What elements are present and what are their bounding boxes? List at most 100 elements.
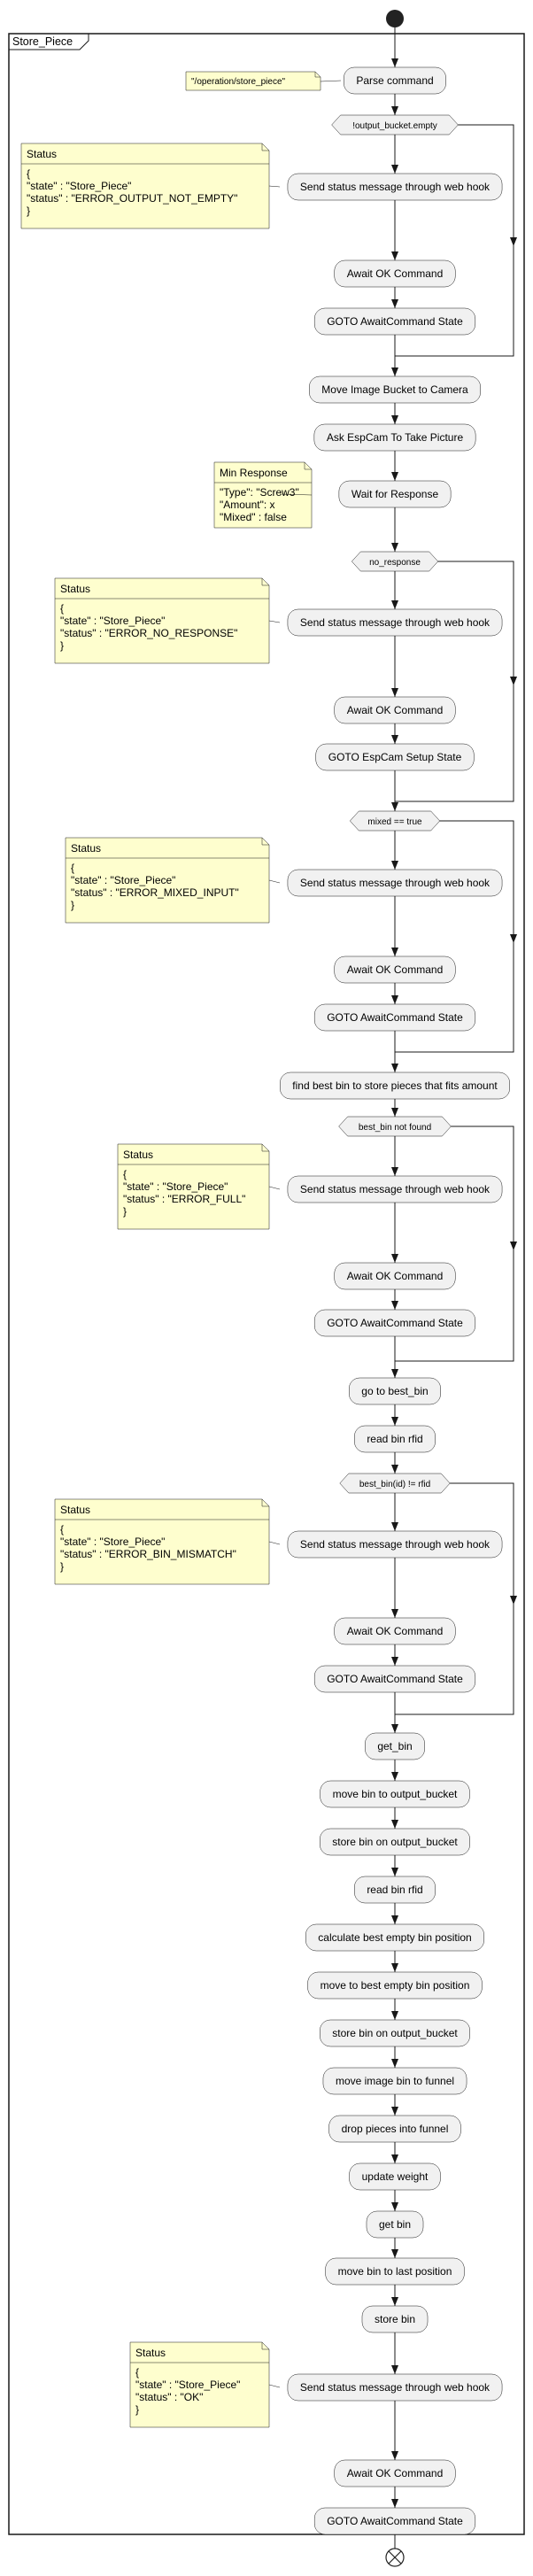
note-line: { <box>71 862 74 874</box>
note-line: { <box>135 2366 139 2379</box>
step-node: Wait for Response <box>338 480 452 508</box>
step-node: get_bin <box>365 1732 425 1760</box>
step-label: Move Image Bucket to Camera <box>321 383 468 396</box>
note-title: Status <box>71 842 101 855</box>
step-node: GOTO AwaitCommand State <box>313 307 476 336</box>
note-line: } <box>27 205 30 217</box>
step-node: GOTO AwaitCommand State <box>313 1003 476 1032</box>
flow-arrow <box>391 367 398 376</box>
step-label: get bin <box>379 2218 411 2231</box>
step-node: move image bin to funnel <box>322 2067 467 2095</box>
parse-note-text: "/operation/store_piece" <box>191 77 286 87</box>
flow-arrow <box>391 1417 398 1426</box>
step-node: GOTO AwaitCommand State <box>313 2507 476 2535</box>
flow-arrow <box>391 1772 398 1781</box>
step-label: read bin rfid <box>367 1884 422 1896</box>
step-node: Await OK Command <box>334 955 456 984</box>
start-node <box>386 10 404 27</box>
note-title: Status <box>60 583 90 595</box>
flow-arrow <box>391 1254 398 1263</box>
note-line: "state" : "Store_Piece" <box>71 874 175 886</box>
step-node: get bin <box>366 2210 424 2239</box>
note-line: } <box>123 1205 127 1218</box>
step-label: update weight <box>362 2170 429 2183</box>
note-line: "state" : "Store_Piece" <box>60 1536 165 1548</box>
note-line: "status" : "ERROR_BIN_MISMATCH" <box>60 1548 236 1560</box>
status-note: Status {"state" : "Store_Piece""status" :… <box>54 577 281 664</box>
step-label: find best bin to store pieces that fits … <box>292 1079 498 1092</box>
step-node: drop pieces into funnel <box>328 2115 461 2143</box>
step-node: Send status message through web hook <box>287 173 503 201</box>
step-node: Send status message through web hook <box>287 869 503 897</box>
step-label: GOTO AwaitCommand State <box>327 2515 463 2527</box>
note-line: } <box>135 2403 139 2416</box>
flow-arrow <box>391 2107 398 2116</box>
step-node: go to best_bin <box>349 1377 441 1405</box>
flow-arrow <box>391 861 398 870</box>
status-note: Min Response"Type": "Screw3""Amount": x"… <box>213 461 313 529</box>
step-label: Send status message through web hook <box>300 181 491 193</box>
note-line: "state" : "Store_Piece" <box>60 615 165 627</box>
step-label: store bin on output_bucket <box>332 2027 458 2039</box>
step-label: Ask EspCam To Take Picture <box>327 431 464 444</box>
flow-arrow <box>391 2499 398 2508</box>
flow-arrow <box>391 2011 398 2020</box>
step-node: move to best empty bin position <box>307 1971 483 2000</box>
step-node: calculate best empty bin position <box>305 1923 484 1952</box>
step-node: Await OK Command <box>334 1262 456 1290</box>
note-line: "status" : "ERROR_MIXED_INPUT" <box>71 886 239 899</box>
flow-arrow <box>391 1167 398 1176</box>
note-line: { <box>60 602 64 615</box>
step-label: move bin to output_bucket <box>333 1788 458 1800</box>
flow-arrow <box>391 1064 398 1072</box>
flow-arrow <box>391 1820 398 1829</box>
step-label: get_bin <box>377 1740 412 1752</box>
step-label: go to best_bin <box>361 1385 428 1397</box>
flow-arrow <box>391 2154 398 2163</box>
flow-arrow <box>391 735 398 744</box>
step-node: move bin to output_bucket <box>320 1780 470 1808</box>
step-label: GOTO EspCam Setup State <box>328 751 462 763</box>
step-label: Await OK Command <box>347 704 444 716</box>
status-note: Status{"state" : "Store_Piece""status" :… <box>54 1498 281 1585</box>
step-node: GOTO EspCam Setup State <box>315 743 475 771</box>
flow-arrow <box>391 58 398 67</box>
note-title: Min Response <box>220 467 288 479</box>
flow-arrow <box>391 2297 398 2306</box>
note-line: { <box>27 167 30 180</box>
frame-tab <box>8 34 89 50</box>
step-node: read bin rfid <box>354 1425 436 1453</box>
step-node: read bin rfid <box>354 1876 436 1904</box>
step-node: Await OK Command <box>334 696 456 724</box>
note-line: "status" : "ERROR_OUTPUT_NOT_EMPTY" <box>27 192 237 205</box>
note-line: "state" : "Store_Piece" <box>27 180 131 192</box>
step-label: move image bin to funnel <box>336 2075 454 2087</box>
step-label: store bin <box>375 2313 415 2325</box>
step-node: find best bin to store pieces that fits … <box>280 1071 510 1100</box>
step-node: Await OK Command <box>334 2459 456 2487</box>
step-node: GOTO AwaitCommand State <box>313 1309 476 1337</box>
flow-arrow <box>391 1657 398 1666</box>
flow-arrow <box>391 1108 398 1117</box>
step-node: Send status message through web hook <box>287 1530 503 1559</box>
step-label: drop pieces into funnel <box>342 2123 449 2135</box>
end-node <box>385 2548 405 2567</box>
flow-arrow <box>391 299 398 308</box>
note-line: } <box>60 1560 64 1573</box>
flow-arrow <box>391 802 398 811</box>
note-line: "status" : "ERROR_NO_RESPONSE" <box>60 627 237 639</box>
flow-arrow <box>391 688 398 697</box>
step-label: Parse command <box>356 74 433 87</box>
flow-arrow <box>391 1369 398 1378</box>
note-title: Status <box>135 2347 166 2359</box>
step-node: store bin on output_bucket <box>320 2019 470 2047</box>
step-label: GOTO AwaitCommand State <box>327 1317 463 1329</box>
step-node: store bin <box>361 2305 429 2333</box>
step-label: Send status message through web hook <box>300 2381 491 2394</box>
status-note: Status{"state" : "Store_Piece""status" :… <box>117 1143 281 1230</box>
flow-arrow <box>391 543 398 552</box>
note-line: { <box>123 1168 127 1180</box>
frame-border <box>8 33 525 2535</box>
note-line: "Mixed" : false <box>220 511 287 523</box>
